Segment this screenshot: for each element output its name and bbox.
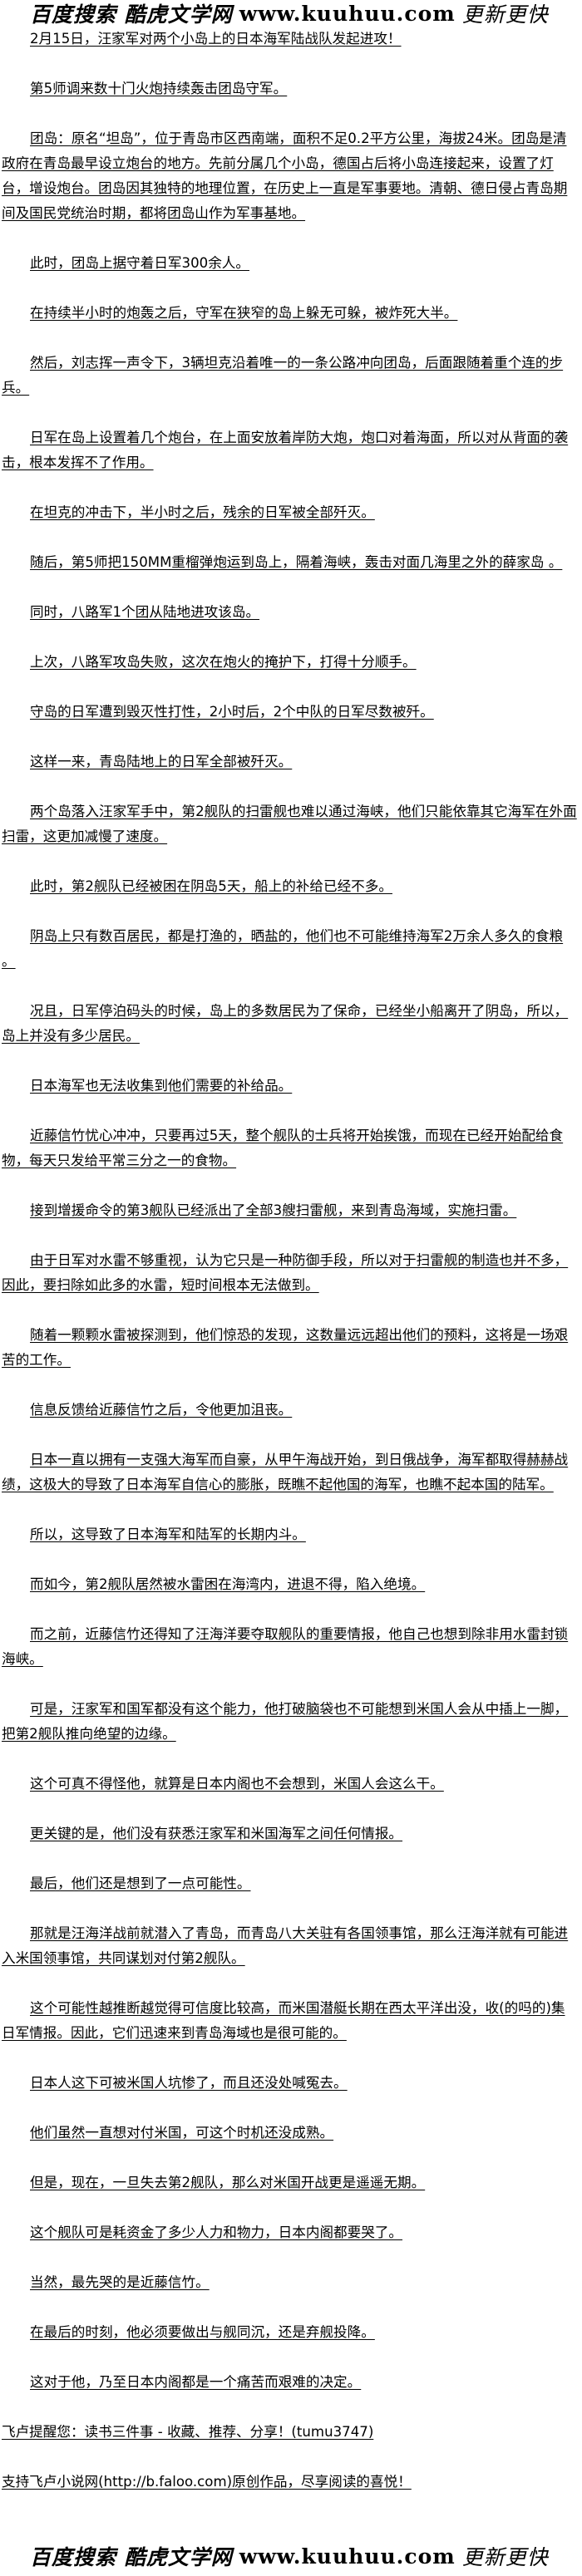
paragraph: 第5师调来数十门火炮持续轰击团岛守军。 (30, 81, 288, 96)
paragraph: 在坦克的冲击下，半小时之后，残余的日军被全部歼灭。 (30, 504, 375, 520)
logo-url[interactable]: www.kuuhuu.com (239, 2544, 456, 2569)
paragraph: 随着一颗颗水雷被探测到，他们惊恐的发现，这数量远远超出他们的预料，这将是一场艰苦… (2, 1327, 569, 1368)
paragraph: 阴岛上只有数百居民，都是打渔的，晒盐的，他们也不可能维持海军2万余人多久的食粮 … (2, 928, 564, 969)
logo-tagline: 更新更快 (461, 2, 549, 27)
paragraph: 然后，刘志挥一声令下，3辆坦克沿着唯一的一条公路冲向团岛，后面跟随着重个连的步兵… (2, 355, 564, 396)
paragraph: 日军在岛上设置着几个炮台，在上面安放着岸防大炮，炮口对着海面，所以对从背面的袭击… (2, 430, 569, 470)
paragraph: 两个岛落入汪家军手中，第2舰队的扫雷舰也难以通过海峡，他们只能依靠其它海军在外面… (2, 804, 577, 844)
logo-brand: 百度搜索 酷虎文学网 (30, 2, 233, 27)
paragraph: 最后，他们还是想到了一点可能性。 (30, 1875, 251, 1891)
site-logo-footer: 百度搜索 酷虎文学网 www.kuuhuu.com 更新更快 (0, 2543, 549, 2570)
paragraph: 近藤信竹忧心冲冲，只要再过5天，整个舰队的士兵将开始挨饿，而现在已经开始配给食物… (2, 1128, 564, 1168)
paragraph: 守岛的日军遭到毁灭性打性，2小时后，2个中队的日军尽数被歼。 (30, 704, 434, 720)
site-logo-header: 百度搜索 酷虎文学网 www.kuuhuu.com 更新更快 (0, 0, 582, 27)
paragraph: 团岛：原名“坦岛”，位于青岛市区西南端，面积不足0.2平方公里，海拔24米。团岛… (2, 130, 568, 221)
paragraph: 日本人这下可被米国人坑惨了，而且还没处喊冤去。 (30, 2075, 348, 2091)
paragraph: 而之前，近藤信竹还得知了汪海洋要夺取舰队的重要情报，他自己也想到除非用水雷封锁海… (2, 1626, 569, 1667)
paragraph: 上次，八路军攻岛失败，这次在炮火的掩护下，打得十分顺手。 (30, 654, 417, 670)
paragraph: 他们虽然一直想对付米国，可这个时机还没成熟。 (30, 2125, 334, 2141)
paragraph: 这对于他，乃至日本内阁都是一个痛苦而艰难的决定。 (30, 2374, 362, 2390)
paragraph: 日本一直以拥有一支强大海军而自豪，从甲午海战开始，到日俄战争，海军都取得赫赫战绩… (2, 1452, 569, 1492)
footer-reminder: 飞卢提醒您：读书三件事 - 收藏、推荐、分享！(tumu3747) (2, 2424, 374, 2440)
logo-tagline: 更新更快 (461, 2545, 549, 2569)
logo-url[interactable]: www.kuuhuu.com (239, 1, 456, 26)
paragraph: 但是，现在，一旦失去第2舰队，那么对米国开战更是遥遥无期。 (30, 2175, 426, 2190)
footer-support-link[interactable]: 支持飞卢小说网(http://b.faloo.com)原创作品，尽享阅读的喜悦！ (2, 2474, 412, 2490)
paragraph: 可是，汪家军和国军都没有这个能力，他打破脑袋也不可能想到米国人会从中插上一脚，把… (2, 1701, 569, 1742)
paragraph: 况且，日军停泊码头的时候，岛上的多数居民为了保命，已经坐小船离开了阴岛，所以，岛… (2, 1003, 569, 1044)
paragraph: 在持续半小时的炮轰之后，守军在狭窄的岛上躲无可躲，被炸死大半。 (30, 305, 458, 321)
paragraph: 这个可能性越推断越觉得可信度比较高，而米国潜艇长期在西太平洋出没，收(的吗的)集… (2, 2000, 565, 2041)
logo-brand: 百度搜索 酷虎文学网 (30, 2545, 233, 2569)
paragraph: 由于日军对水雷不够重视，认为它只是一种防御手段，所以对于扫雷舰的制造也并不多，因… (2, 1252, 569, 1293)
paragraph: 这个可真不得怪他，就算是日本内阁也不会想到，米国人会这么干。 (30, 1776, 444, 1792)
paragraph: 这样一来，青岛陆地上的日军全部被歼灭。 (30, 754, 293, 769)
paragraph: 更关键的是，他们没有获悉汪家军和米国海军之间任何情报。 (30, 1826, 403, 1841)
paragraph: 这个舰队可是耗资金了多少人力和物力，日本内阁都要哭了。 (30, 2225, 403, 2240)
paragraph: 当然，最先哭的是近藤信竹。 (30, 2274, 210, 2290)
article-footer: 飞卢提醒您：读书三件事 - 收藏、推荐、分享！(tumu3747) 支持飞卢小说… (0, 2420, 582, 2495)
paragraph: 信息反馈给近藤信竹之后，令他更加沮丧。 (30, 1402, 293, 1418)
paragraph: 同时，八路军1个团从陆地进攻该岛。 (30, 604, 260, 620)
paragraph: 接到增援命令的第3舰队已经派出了全部3艘扫雷舰，来到青岛海域，实施扫雷。 (30, 1202, 517, 1218)
paragraph: 2月15日，汪家军对两个小岛上的日本海军陆战队发起进攻！ (30, 31, 402, 47)
paragraph: 随后，第5师把150MM重榴弹炮运到岛上，隔着海峡，轰击对面几海里之外的薛家岛 … (30, 554, 563, 570)
paragraph: 所以，这导致了日本海军和陆军的长期内斗。 (30, 1526, 306, 1542)
paragraph: 此时，第2舰队已经被困在阴岛5天，船上的补给已经不多。 (30, 878, 392, 894)
paragraph: 日本海军也无法收集到他们需要的补给品。 (30, 1078, 293, 1094)
paragraph: 那就是汪海洋战前就潜入了青岛，而青岛八大关驻有各国领事馆，那么汪海洋就有可能进入… (2, 1925, 569, 1966)
article-body: 2月15日，汪家军对两个小岛上的日本海军陆战队发起进攻！ 第5师调来数十门火炮持续… (0, 27, 582, 2395)
paragraph: 而如今，第2舰队居然被水雷困在海湾内，进退不得，陷入绝境。 (30, 1576, 426, 1592)
paragraph: 此时，团岛上据守着日军300余人。 (30, 255, 249, 271)
paragraph: 在最后的时刻，他必须要做出与舰同沉，还是弃舰投降。 (30, 2324, 375, 2340)
